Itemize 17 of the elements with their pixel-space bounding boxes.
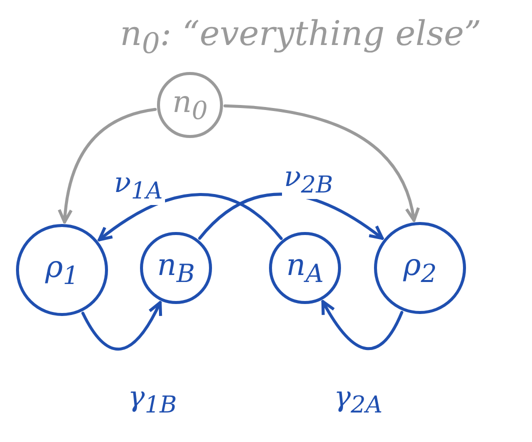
node-circle [16,224,108,316]
node-circle [157,72,223,138]
node-circle [140,232,212,304]
node-label: n$_{B}$ [157,248,195,288]
arrow [321,300,404,350]
node-label: ρ$_{1}$ [45,250,79,290]
annotation-text: n$_{0}$: “everything else” [120,14,482,60]
node-circle [374,222,466,314]
node-label: ρ$_{2}$ [403,248,437,288]
node-label: n$_{A}$ [286,248,324,288]
arrow [224,104,420,222]
arrow [198,192,384,240]
node-circle [269,232,341,304]
node-label: n$_{0}$ [172,85,208,125]
arrow [98,193,283,242]
arrow [81,301,162,350]
arrow [58,108,157,224]
